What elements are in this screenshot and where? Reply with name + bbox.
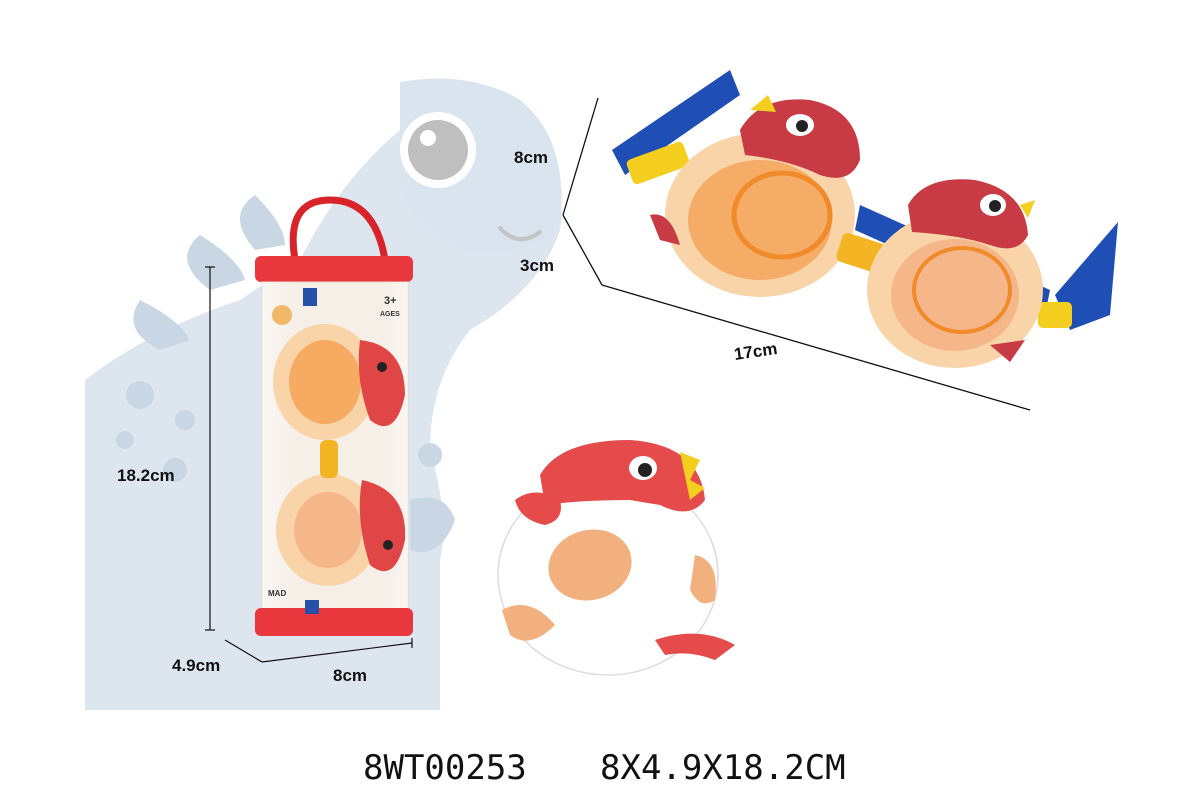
dino-smile	[498, 226, 542, 241]
goggle-dimension-lines	[562, 97, 1031, 411]
goggle-dino-heads	[650, 95, 1035, 362]
mascot-dino-spikes	[680, 452, 705, 500]
package-dimension-lines	[205, 266, 413, 663]
package-bottom-cap	[255, 608, 413, 636]
package-age-label: 3+	[384, 295, 397, 307]
dino-arm	[410, 497, 455, 552]
package-handle	[289, 196, 389, 261]
package-depth-label: 4.9cm	[172, 656, 221, 675]
packaged-goggles	[272, 288, 406, 614]
dino-eye	[400, 112, 476, 188]
package-size: 8X4.9X18.2CM	[600, 748, 846, 788]
mascot-dino-hand	[515, 492, 561, 525]
goggle-height-label: 8cm	[514, 148, 549, 167]
left-goggle-eyepiece	[665, 133, 855, 297]
item-code: 8WT00253	[363, 748, 527, 788]
mascot-egg-spot	[502, 605, 555, 641]
mascot-dino-tail	[655, 633, 735, 660]
package-height-label: 18.2cm	[117, 466, 175, 485]
package-maker-label: MAD	[268, 589, 286, 598]
mascot-dino-head	[540, 440, 705, 512]
package-width-label: 8cm	[333, 666, 368, 685]
mascot-egg-spot	[690, 555, 716, 604]
package-age-unit-label: AGES	[380, 311, 400, 318]
goggle-depth-label: 3cm	[520, 256, 555, 275]
right-goggle-eyepiece	[867, 212, 1043, 368]
package-top-cap	[255, 256, 413, 282]
mascot-egg-spot	[548, 529, 632, 601]
goggle-buckles	[626, 141, 1072, 328]
